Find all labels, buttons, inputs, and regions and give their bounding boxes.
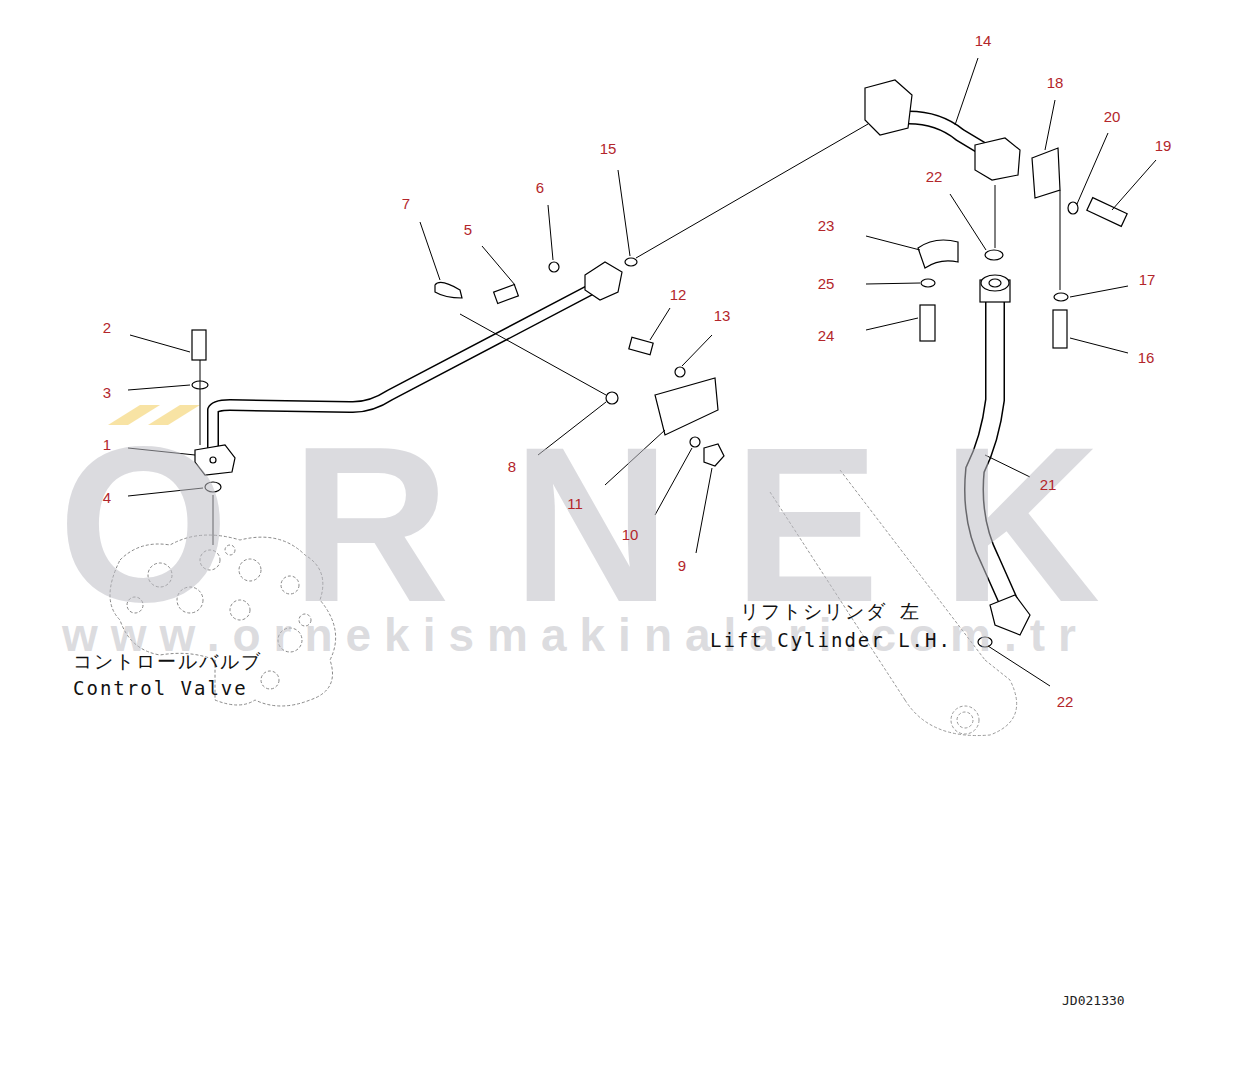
callout-number: 23 — [818, 218, 835, 233]
callout-number: 5 — [464, 222, 472, 237]
callout-number: 14 — [975, 33, 992, 48]
callout-number: 9 — [678, 558, 686, 573]
watermark: ORNEK — [58, 415, 1163, 635]
part-caption: Lift Cylinder L.H. — [710, 631, 952, 650]
drawing-number: JD021330 — [1062, 994, 1125, 1007]
callout-number: 16 — [1138, 350, 1155, 365]
callout-number: 13 — [714, 308, 731, 323]
callout-number: 22 — [1057, 694, 1074, 709]
callout-number: 17 — [1139, 272, 1156, 287]
callout-number: 3 — [103, 385, 111, 400]
callout-number: 21 — [1040, 477, 1057, 492]
callout-number: 19 — [1155, 138, 1172, 153]
callout-number: 11 — [567, 496, 583, 511]
callout-number: 1 — [103, 437, 111, 452]
part-caption: コントロールバルブ — [73, 652, 262, 671]
callout-number: 12 — [670, 287, 687, 302]
part-caption: Control Valve — [73, 679, 248, 698]
callout-number: 7 — [402, 196, 410, 211]
callout-number: 15 — [600, 141, 617, 156]
callout-number: 6 — [536, 180, 544, 195]
callout-number: 22 — [926, 169, 943, 184]
callout-number: 24 — [818, 328, 835, 343]
callout-number: 25 — [818, 276, 835, 291]
callout-number: 8 — [508, 459, 516, 474]
callout-number: 20 — [1104, 109, 1121, 124]
callout-number: 18 — [1047, 75, 1064, 90]
callout-number: 2 — [103, 320, 111, 335]
callout-number: 10 — [622, 527, 639, 542]
callout-number: 4 — [103, 490, 111, 505]
part-caption: リフトシリンダ 左 — [740, 602, 921, 621]
